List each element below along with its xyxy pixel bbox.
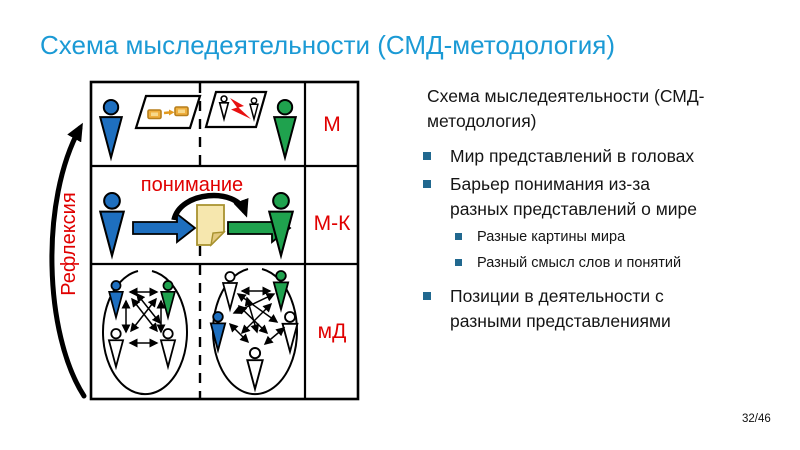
person-blue-icon xyxy=(99,191,125,257)
bullet-text: Барьер понимания из-за разных представле… xyxy=(450,174,697,219)
bullet-text: Разные картины мира xyxy=(477,229,626,245)
table-grid xyxy=(89,80,360,401)
left-group-ellipse xyxy=(102,270,188,396)
page-number: 32/46 xyxy=(742,413,771,425)
bullet-square-icon xyxy=(455,259,462,266)
row-action xyxy=(102,268,299,396)
row-label-mk: М-К xyxy=(314,212,351,235)
bullet-text: Позиции в деятельности с разными предста… xyxy=(450,286,671,331)
row-label-m: М xyxy=(323,113,341,136)
smd-diagram: Рефлексия М пониман xyxy=(38,72,368,412)
person-green-icon xyxy=(272,270,290,311)
row-thinking xyxy=(99,90,297,159)
thought-board-icon xyxy=(134,94,202,130)
lightning-icon xyxy=(230,98,251,119)
person-blue-icon xyxy=(108,280,124,319)
slide-title: Схема мыследеятельности (СМД-методология… xyxy=(40,30,616,60)
content-heading: Схема мыследеятельности (СМД-методология… xyxy=(427,86,705,131)
right-network-arrows-icon xyxy=(228,286,286,345)
person-blue-icon xyxy=(99,99,123,159)
understanding-label: понимание xyxy=(141,174,243,196)
bullet-text: Мир представлений в головах xyxy=(450,146,695,166)
person-white-icon xyxy=(222,271,238,310)
bullet-square-icon xyxy=(423,152,431,160)
bullet-text: Разный смысл слов и понятий xyxy=(477,255,682,271)
bullet-square-icon xyxy=(423,180,431,188)
note-icon xyxy=(196,204,226,248)
blue-arrow-icon xyxy=(132,212,197,244)
person-white-icon xyxy=(160,328,176,368)
left-network-arrows-icon xyxy=(121,287,166,348)
bullet-square-icon xyxy=(423,292,431,300)
person-green-icon xyxy=(273,99,297,159)
row-label-md: мД xyxy=(318,320,347,343)
understanding-arc-icon xyxy=(171,192,249,221)
person-green-icon xyxy=(160,280,176,319)
person-blue-icon xyxy=(209,311,227,352)
bullet-item: Барьер понимания из-за разных представле… xyxy=(423,172,763,222)
conflict-board-icon xyxy=(204,90,268,129)
bullet-square-icon xyxy=(455,233,462,240)
right-group-ellipse xyxy=(212,268,298,396)
person-white-icon xyxy=(246,347,264,390)
bullet-item: Мир представлений в головах xyxy=(423,144,763,169)
bullet-item: Позиции в деятельности с разными предста… xyxy=(423,284,763,334)
content-panel: Схема мыследеятельности (СМД-методология… xyxy=(423,84,763,337)
smd-diagram-svg: Рефлексия М пониман xyxy=(49,80,360,401)
person-white-icon xyxy=(108,328,124,368)
row-communication: понимание xyxy=(99,174,294,257)
sub-bullet-group: Разные картины мира Разный смысл слов и … xyxy=(455,225,763,275)
person-green-icon xyxy=(268,191,294,257)
sub-bullet-item: Разный смысл слов и понятий xyxy=(455,251,763,275)
reflection-arrow-icon xyxy=(49,122,87,399)
sub-bullet-item: Разные картины мира xyxy=(455,225,763,249)
reflection-label: Рефлексия xyxy=(58,192,80,295)
